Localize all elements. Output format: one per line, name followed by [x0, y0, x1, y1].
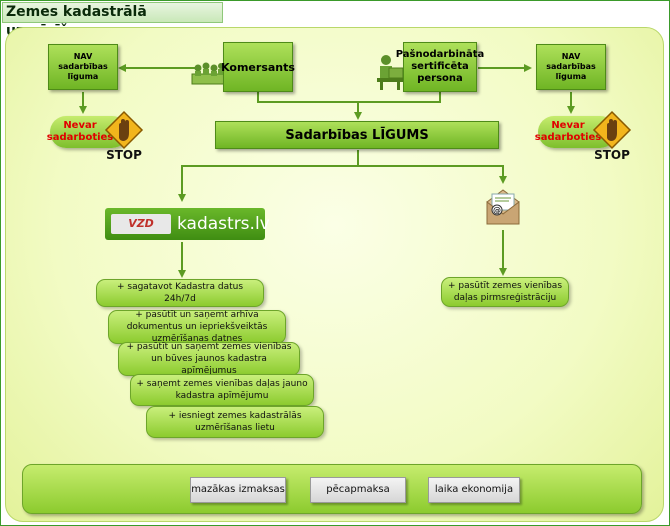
svg-text:@: @ — [493, 206, 501, 215]
svg-text:STOP: STOP — [594, 148, 630, 162]
kadastrs-logo: VZD kadastrs.lv — [105, 208, 270, 240]
komersants-box: Komersants — [221, 42, 295, 92]
pasnodarbinata-box: Pašnodarbināta sertificēta persona — [396, 42, 484, 92]
email-service-item: + pasūtīt zemes vienības daļas pirmsreģi… — [441, 277, 569, 307]
service-item: + sagatavot Kadastra datus 24h/7d — [96, 279, 264, 307]
diagram-panel — [5, 27, 664, 522]
email-envelope-icon: @ — [485, 186, 521, 226]
vzd-logo-mark: VZD — [111, 214, 171, 234]
benefit-time-saving: laika ekonomija — [428, 477, 520, 503]
nav-agreement-right-box: NAV sadarbības līguma — [536, 44, 606, 90]
stop-sign-icon: STOP — [590, 110, 634, 166]
page-title: Zemes kadastrālā uzmērīšana — [2, 2, 223, 39]
stop-sign-icon: STOP — [102, 110, 146, 166]
nav-agreement-left-box: NAV sadarbības līguma — [48, 44, 118, 90]
person-at-desk-icon — [375, 52, 405, 90]
benefit-lower-costs: mazākas izmaksas — [190, 477, 286, 503]
service-item: + pasūtīt un saņemt arhīva dokumentus un… — [108, 310, 286, 344]
kadastrs-logo-text: kadastrs.lv — [177, 214, 270, 234]
cooperation-agreement-box: Sadarbības LĪGUMS — [215, 121, 499, 149]
meeting-people-icon — [190, 56, 226, 90]
service-item: + iesniegt zemes kadastrālās uzmērīšanas… — [146, 406, 324, 438]
svg-text:STOP: STOP — [106, 148, 142, 162]
service-item: + saņemt zemes vienības daļas jauno kada… — [130, 374, 314, 406]
service-item: + pasūtīt un saņemt zemes vienības un bū… — [118, 342, 300, 376]
benefit-postpayment: pēcapmaksa — [310, 477, 406, 503]
